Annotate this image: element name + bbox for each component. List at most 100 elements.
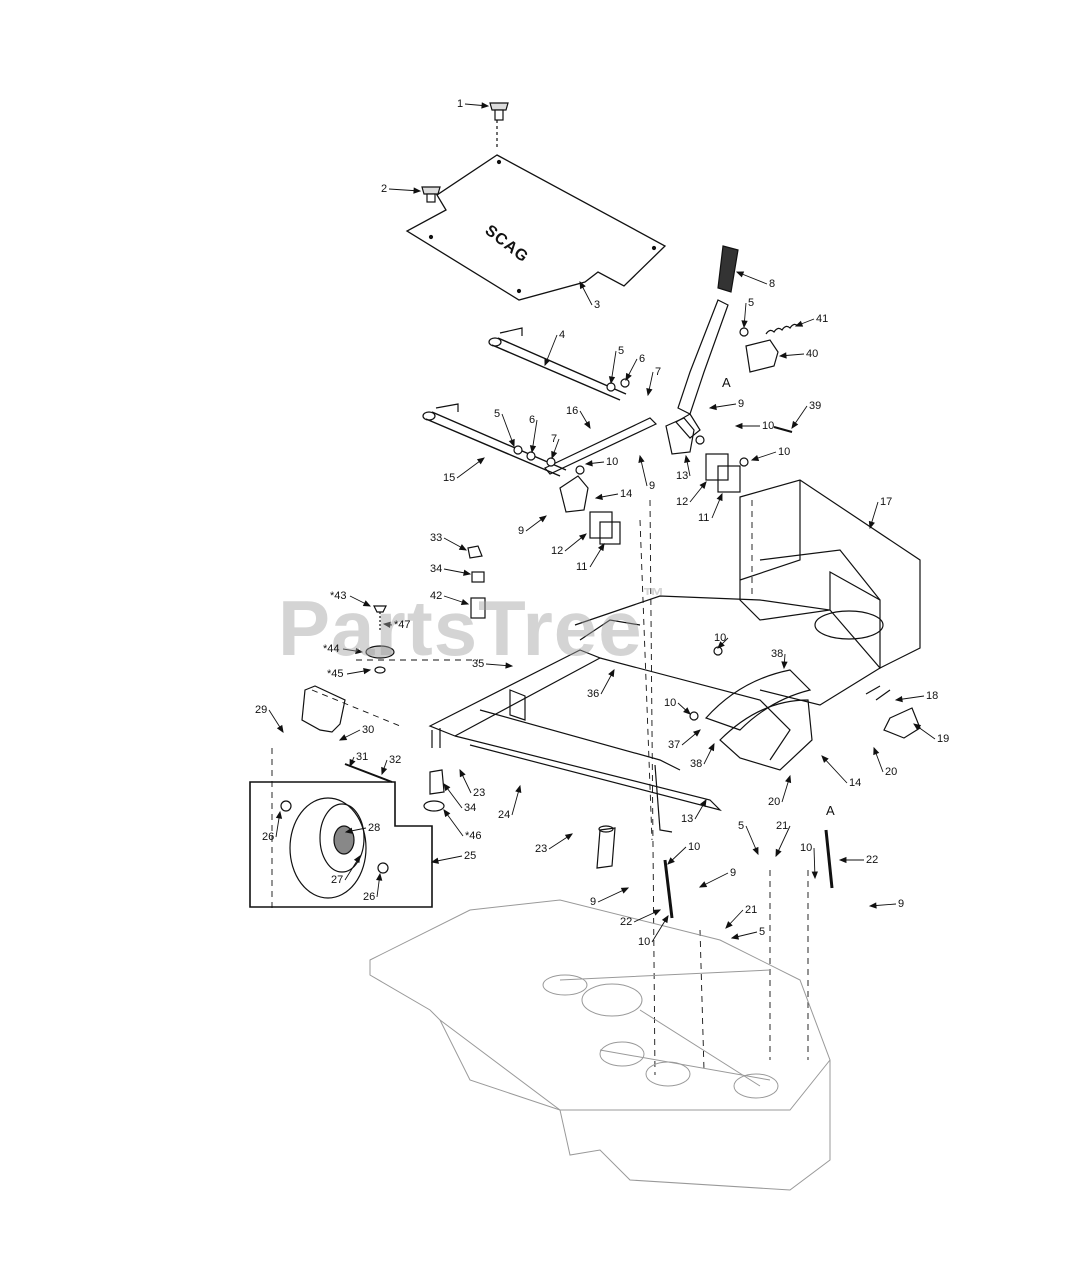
callout-c10g: 10 bbox=[664, 697, 677, 709]
callout-c37: 37 bbox=[668, 739, 681, 751]
arrowhead-c8 bbox=[735, 271, 745, 278]
callout-c10d: 10 bbox=[688, 841, 701, 853]
arrowhead-c9d bbox=[698, 881, 708, 888]
arrowhead-c5b bbox=[508, 438, 515, 448]
callout-c11a: 11 bbox=[698, 512, 710, 524]
watermark: PartsTree™ bbox=[278, 583, 666, 672]
arrowhead-c19 bbox=[913, 723, 922, 731]
chain-links-part-22 bbox=[663, 829, 834, 919]
arrowhead-c47 bbox=[382, 621, 391, 628]
arrowhead-c30 bbox=[338, 734, 348, 741]
arrowhead-c37 bbox=[693, 729, 701, 737]
callout-c19: 19 bbox=[937, 733, 950, 745]
callout-c6b: 6 bbox=[529, 414, 536, 426]
callout-c35: 35 bbox=[472, 658, 485, 670]
arrowhead-c7a bbox=[646, 388, 653, 397]
arrowhead-c13a bbox=[684, 454, 691, 463]
callout-c14a: 14 bbox=[620, 488, 633, 500]
arrowhead-c26b bbox=[376, 872, 383, 881]
callout-c38a: 38 bbox=[771, 648, 784, 660]
arrowhead-c17 bbox=[868, 520, 875, 530]
pin-part-39 bbox=[773, 426, 793, 433]
arrowhead-c44 bbox=[355, 647, 364, 655]
callout-c3: 3 bbox=[594, 299, 601, 311]
callout-c38b: 38 bbox=[690, 758, 703, 770]
callout-c25: 25 bbox=[464, 850, 477, 862]
knob-part-19 bbox=[865, 685, 921, 739]
callout-c28: 28 bbox=[368, 822, 381, 834]
arrowhead-c38b bbox=[708, 742, 715, 752]
arrowhead-c12b bbox=[578, 533, 587, 541]
arrowhead-c13b bbox=[700, 798, 707, 808]
callout-c27: 27 bbox=[331, 874, 344, 886]
assembly-leader-lines bbox=[271, 499, 809, 1076]
callout-c17: 17 bbox=[880, 496, 893, 508]
callout-c40: 40 bbox=[806, 348, 819, 360]
callout-c36: 36 bbox=[587, 688, 600, 700]
frame-part-17 bbox=[574, 479, 921, 706]
arrowhead-c5c bbox=[741, 320, 748, 329]
callout-c22b: 22 bbox=[620, 916, 633, 928]
floor-plate-part-3 bbox=[405, 154, 667, 301]
callout-c32: 32 bbox=[389, 754, 402, 766]
callout-c2: 2 bbox=[381, 183, 388, 195]
callout-c39: 39 bbox=[809, 400, 822, 412]
arrowhead-c29 bbox=[276, 724, 284, 733]
callout-c9f: 9 bbox=[898, 898, 905, 910]
callout-c29: 29 bbox=[255, 704, 268, 716]
arrowhead-c10g bbox=[683, 707, 691, 715]
callout-c30: 30 bbox=[362, 724, 375, 736]
arrowhead-c7b bbox=[551, 450, 558, 460]
arrowhead-c23b bbox=[564, 833, 573, 841]
arrowhead-c9c bbox=[538, 515, 547, 523]
arrowhead-c5d bbox=[752, 846, 759, 856]
arrowhead-c10c bbox=[750, 454, 760, 461]
callout-c10c: 10 bbox=[778, 446, 791, 458]
arrowhead-c6b bbox=[529, 445, 537, 454]
callout-c9e: 9 bbox=[590, 896, 597, 908]
callout-c9b: 9 bbox=[649, 480, 656, 492]
callout-c5d: 5 bbox=[738, 820, 745, 832]
arrowhead-c6a bbox=[625, 372, 632, 382]
callout-c47: *47 bbox=[394, 619, 411, 631]
arrowhead-c46 bbox=[443, 809, 451, 818]
rod-part-15 bbox=[422, 403, 567, 477]
arrowhead-c33 bbox=[458, 544, 468, 551]
callout-c10h: 10 bbox=[800, 842, 813, 854]
arrowhead-c14b bbox=[821, 755, 829, 763]
arrowhead-c15 bbox=[476, 457, 485, 465]
callout-c45: *45 bbox=[327, 668, 344, 680]
callout-c22a: 22 bbox=[866, 854, 879, 866]
arrowhead-c26a bbox=[275, 810, 283, 819]
callout-c44: *44 bbox=[323, 643, 340, 655]
callout-c21a: 21 bbox=[776, 820, 789, 832]
callout-c10f: 10 bbox=[714, 632, 727, 644]
arrowhead-c23a bbox=[459, 768, 466, 778]
arrowhead-c16 bbox=[583, 420, 591, 430]
link-part-16 bbox=[544, 417, 658, 475]
lift-lever-part-8 bbox=[675, 245, 739, 439]
arrowhead-c12a bbox=[699, 481, 707, 490]
callout-c4: 4 bbox=[559, 329, 566, 341]
callout-c21b: 21 bbox=[745, 904, 758, 916]
callout-c7b: 7 bbox=[551, 433, 558, 445]
callout-c14b: 14 bbox=[849, 777, 862, 789]
arrowhead-c11b bbox=[597, 543, 605, 552]
callout-c11b: 11 bbox=[576, 561, 588, 573]
mount-part-30 bbox=[301, 685, 346, 733]
arrowhead-c27 bbox=[353, 855, 361, 864]
callout-c13b: 13 bbox=[681, 813, 694, 825]
callout-c34a: 34 bbox=[430, 563, 443, 575]
arrowhead-c9a bbox=[708, 403, 717, 411]
height-gauge-part-37 bbox=[704, 669, 813, 771]
mower-deck bbox=[369, 899, 831, 1191]
callout-c13a: 13 bbox=[676, 470, 689, 482]
callout-c15: 15 bbox=[443, 472, 456, 484]
arrowhead-c40 bbox=[778, 352, 787, 359]
callout-c5a: 5 bbox=[618, 345, 625, 357]
main-frame-rails bbox=[428, 649, 791, 869]
callout-c10a: 10 bbox=[762, 420, 775, 432]
arrowhead-c41 bbox=[794, 320, 804, 327]
